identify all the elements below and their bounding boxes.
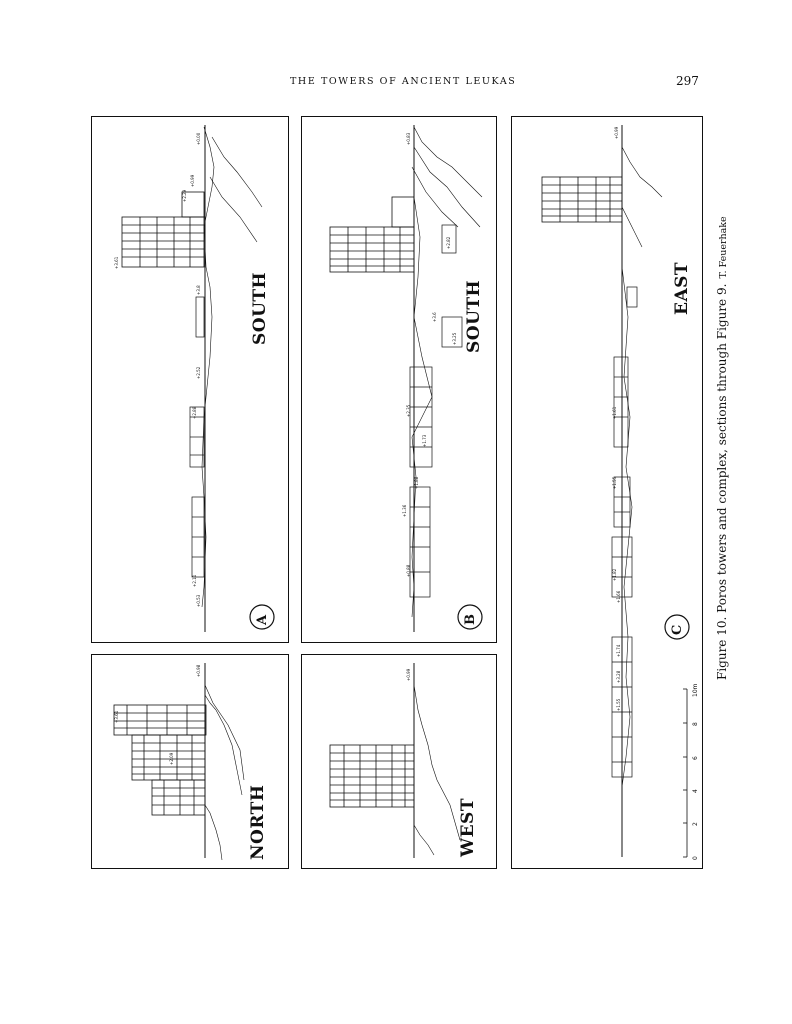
section-a-elevation: +2.11 bbox=[192, 574, 197, 587]
section-a-elevation: +2.88 bbox=[192, 406, 197, 419]
section-c-drawing bbox=[541, 125, 690, 858]
section-a-elevation: +0.00 bbox=[196, 132, 201, 145]
section-c-elevation: +3.28 bbox=[616, 670, 621, 683]
scale-bar bbox=[683, 688, 688, 858]
scale-bar-tick-label: 0 bbox=[692, 856, 699, 860]
panel-north-view: NORTH +3.61 +2.09 +0.98 bbox=[91, 654, 289, 869]
section-c-view-label: EAST bbox=[672, 261, 692, 315]
section-c-elevation: +0.99 bbox=[614, 126, 619, 139]
section-c-marker: C bbox=[670, 624, 685, 635]
west-tower-masonry bbox=[329, 744, 415, 808]
scale-bar-tick-label: 8 bbox=[692, 722, 699, 726]
section-b-tower bbox=[329, 196, 415, 273]
west-tower-drawing bbox=[329, 663, 461, 858]
figure-caption-credit: T. Feuerhake bbox=[718, 216, 729, 279]
section-b-elevation: +0.83 bbox=[406, 132, 411, 145]
scale-bar-tick-label: 6 bbox=[692, 756, 699, 760]
section-a-wall bbox=[189, 296, 205, 578]
panel-section-a: SOUTH A +3.61 +2.29 +0.99 +0.00 +3.8 +2.… bbox=[91, 116, 289, 643]
section-b-marker: B bbox=[463, 614, 478, 625]
section-c-tower bbox=[541, 176, 623, 223]
north-elevation-label: +3.61 bbox=[114, 710, 119, 723]
section-b-elevation: +2.82 bbox=[446, 236, 451, 249]
scale-bar-tick-label: 2 bbox=[692, 822, 699, 826]
north-elevation-label: +2.09 bbox=[169, 752, 174, 765]
section-b-elevation: +3.6 bbox=[432, 312, 437, 322]
section-a-tower bbox=[121, 191, 205, 268]
section-a-elevation: +2.52 bbox=[196, 366, 201, 379]
north-view-label: NORTH bbox=[248, 784, 268, 860]
page-number: 297 bbox=[676, 74, 699, 88]
section-b-elevation: +3.25 bbox=[452, 332, 457, 345]
section-c-elevation: +1.66 bbox=[616, 590, 621, 603]
section-a-elevation: +2.29 bbox=[182, 189, 187, 202]
scale-bar-tick-label: 10m bbox=[692, 683, 699, 697]
section-c-elevation: +1.61 bbox=[612, 406, 617, 419]
figure-caption-text: Figure 10. Poros towers and complex, sec… bbox=[715, 283, 729, 680]
scale-bar-tick-label: 4 bbox=[692, 789, 699, 793]
running-head: THE TOWERS OF ANCIENT LEUKAS bbox=[290, 76, 517, 87]
section-b-elevation: +2.35 bbox=[406, 404, 411, 417]
section-a-elevation: +0.99 bbox=[190, 174, 195, 187]
section-a-marker: A bbox=[255, 614, 270, 625]
section-a-view-label: SOUTH bbox=[250, 271, 270, 345]
section-c-elevation: +1.55 bbox=[612, 476, 617, 489]
west-view-label: WEST bbox=[458, 798, 478, 857]
north-elevation-label: +0.98 bbox=[196, 664, 201, 677]
panel-section-c: EAST C +0.99 +1.61 +1.55 +1.82 +1.66 +1.… bbox=[511, 116, 703, 869]
section-c-elevation: +1.82 bbox=[612, 568, 617, 581]
figure-caption: Figure 10. Poros towers and complex, sec… bbox=[711, 216, 730, 680]
west-elevation-label: +0.99 bbox=[406, 668, 411, 681]
section-c-elevation: +1.74 bbox=[616, 644, 621, 657]
section-b-elevation: +1.36 bbox=[402, 504, 407, 517]
panel-section-b: SOUTH B +0.83 +2.82 +3.6 +3.25 +2.35 +1.… bbox=[301, 116, 497, 643]
panel-west-view: WEST +0.99 bbox=[301, 654, 497, 869]
section-b-elevation: +1.88 bbox=[414, 476, 419, 489]
section-b-elevation: +1.73 bbox=[422, 434, 427, 447]
section-a-elevation: +3.8 bbox=[196, 285, 201, 295]
section-a-elevation: +3.61 bbox=[114, 256, 119, 269]
north-tower-drawing bbox=[113, 663, 245, 861]
section-b-view-label: SOUTH bbox=[464, 279, 484, 353]
section-b-drawing bbox=[329, 125, 483, 632]
section-b-wall bbox=[409, 224, 463, 598]
section-c-wall bbox=[611, 286, 638, 778]
section-b-elevation: +0.88 bbox=[406, 564, 411, 577]
section-c-elevation: +1.55 bbox=[616, 698, 621, 711]
section-a-elevation: +0.53 bbox=[196, 594, 201, 607]
north-tower-masonry bbox=[113, 704, 207, 816]
section-a-drawing bbox=[121, 125, 275, 632]
